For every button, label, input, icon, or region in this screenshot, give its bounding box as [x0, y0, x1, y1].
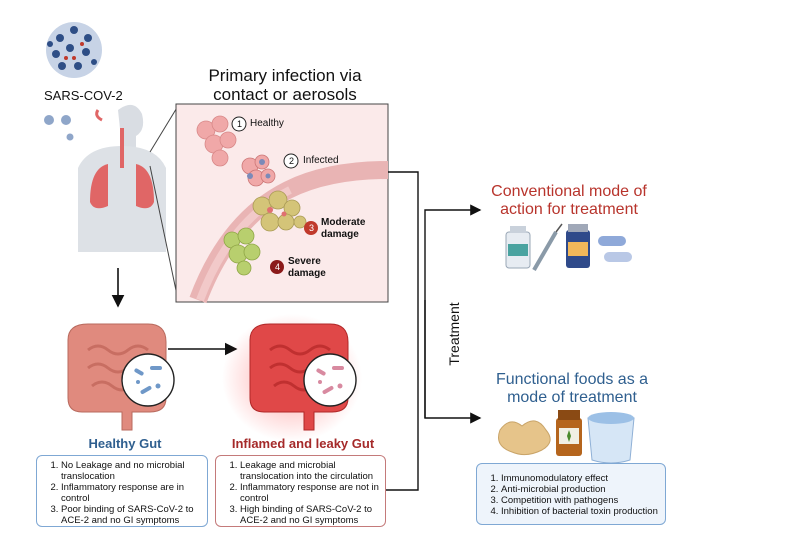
list-item: Immunomodulatory effect [501, 473, 659, 484]
inflamed-gut-title: Inflamed and leaky Gut [231, 436, 375, 451]
list-item: No Leakage and no microbial translocatio… [61, 460, 201, 482]
functional-foods-list: Immunomodulatory effect Anti-microbial p… [476, 463, 666, 525]
stage-3-number: 3 [308, 223, 314, 233]
treatment-label: Treatment [446, 302, 462, 366]
virus-label: SARS-COV-2 [44, 88, 123, 103]
list-item: Inflammatory response are not in control [240, 482, 379, 504]
list-item: Anti-microbial production [501, 484, 659, 495]
stage-1-label: Healthy [250, 118, 284, 129]
food-icons [498, 410, 635, 464]
alveoli-panel [175, 103, 389, 304]
list-item: Competition with pathogens [501, 495, 659, 506]
functional-foods-title: Functional foods as a mode of treatment [495, 371, 649, 406]
inflamed-gut-list: Leakage and microbial translocation into… [215, 455, 386, 527]
list-item: Inhibition of bacterial toxin production [501, 506, 659, 517]
inflamed-gut-icon [222, 314, 362, 442]
small-virus-icon [44, 115, 74, 141]
virus-icon [46, 22, 102, 78]
medicine-icons [505, 223, 632, 272]
conventional-treatment-title: Conventional mode of action for treatmen… [491, 183, 647, 218]
human-body-icon [78, 104, 166, 252]
stage-2-number: 2 [288, 156, 294, 166]
stage-badges [231, 116, 318, 274]
healthy-gut-icon [67, 323, 175, 431]
stage-1-number: 1 [236, 119, 242, 129]
list-item: High binding of SARS-CoV-2 to ACE-2 and … [240, 504, 379, 526]
list-item: Poor binding of SARS-CoV-2 to ACE-2 and … [61, 504, 201, 526]
stage-4-label: Severe damage [288, 256, 326, 279]
list-item: Leakage and microbial translocation into… [240, 460, 379, 482]
stage-2-label: Infected [303, 155, 339, 166]
stage-4-number: 4 [274, 262, 280, 272]
primary-infection-title: Primary infection via contact or aerosol… [208, 66, 362, 104]
list-item: Inflammatory response are in control [61, 482, 201, 504]
stage-3-label: Moderate damage [321, 217, 366, 240]
healthy-gut-title: Healthy Gut [88, 436, 162, 451]
healthy-gut-list: No Leakage and no microbial translocatio… [36, 455, 208, 527]
